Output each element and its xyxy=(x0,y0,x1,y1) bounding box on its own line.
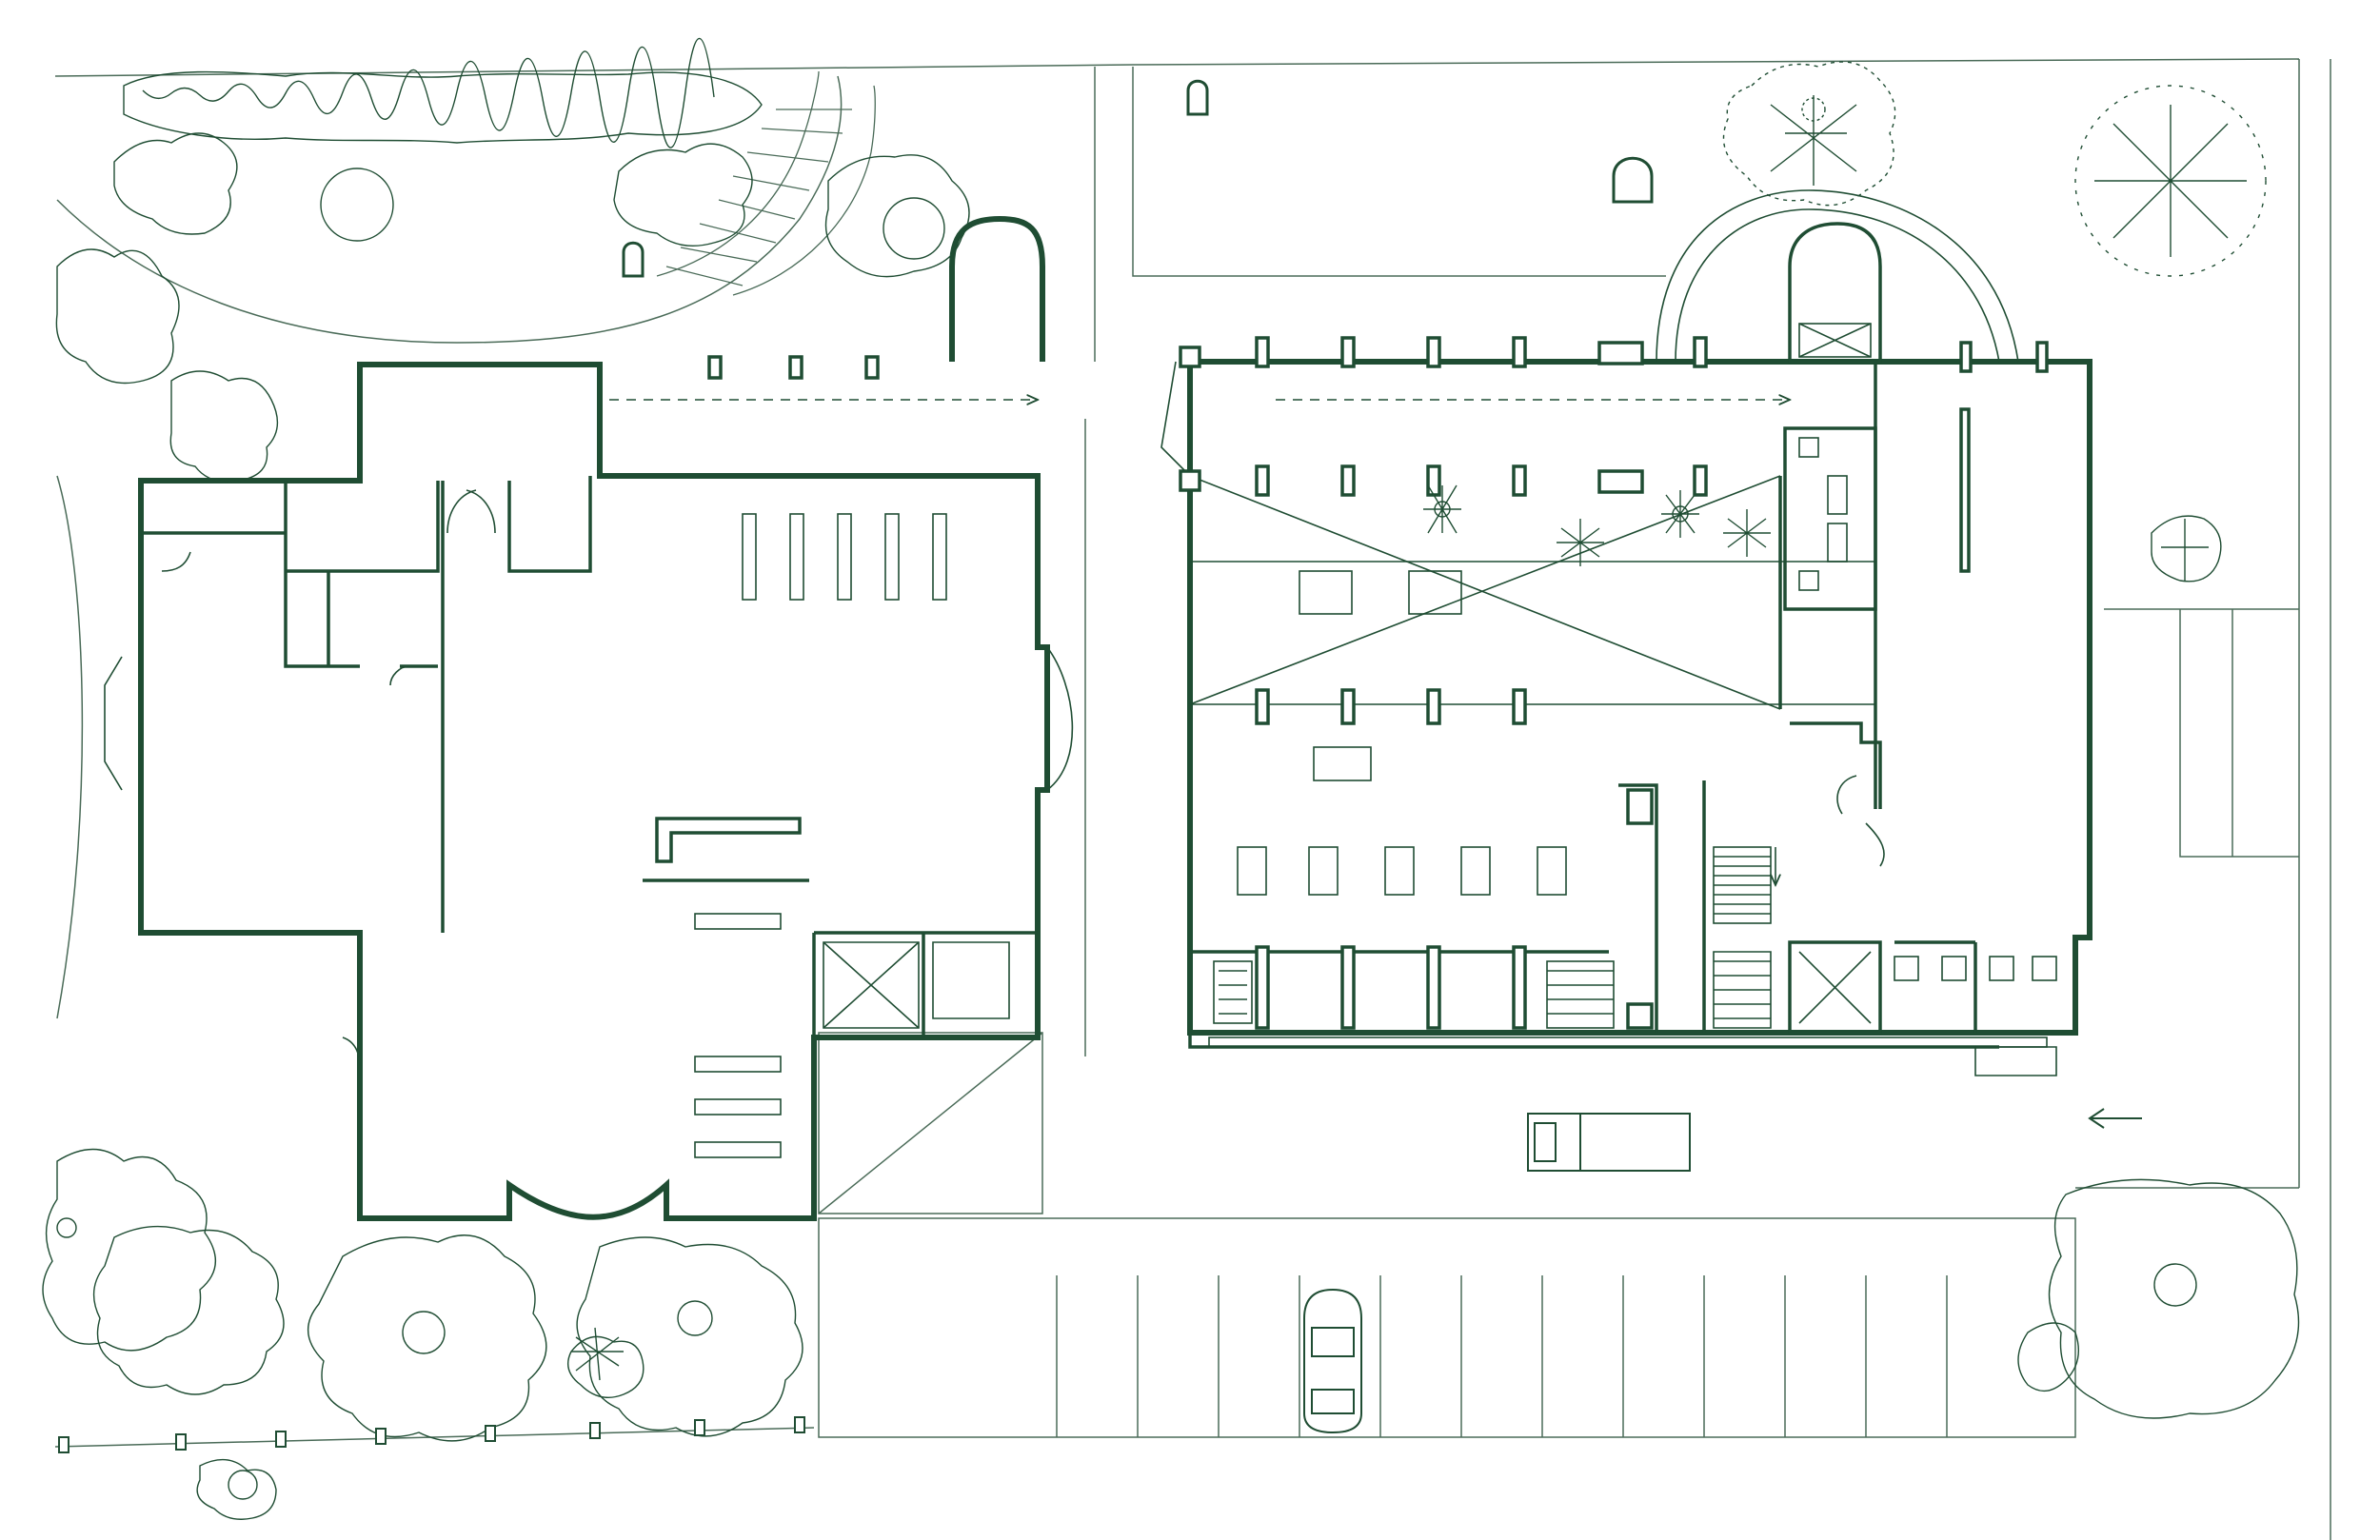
trees xyxy=(42,37,2300,1520)
curved-stair xyxy=(656,70,876,296)
parking-stalls xyxy=(1056,1275,1948,1437)
fence-posts xyxy=(58,1416,805,1453)
direction-arrow xyxy=(2088,1108,2142,1129)
site-boundary-lines xyxy=(54,58,2331,1540)
ramp-triangle xyxy=(818,1032,1043,1214)
truck xyxy=(1527,1113,1691,1172)
right-building xyxy=(1160,189,2092,1076)
arch-gate xyxy=(949,215,1045,362)
small-arch-markers xyxy=(622,79,1654,278)
left-building xyxy=(104,362,1074,1221)
car xyxy=(1303,1288,1362,1434)
structural-columns xyxy=(707,336,2049,1030)
decorative-plants xyxy=(571,484,1771,1381)
